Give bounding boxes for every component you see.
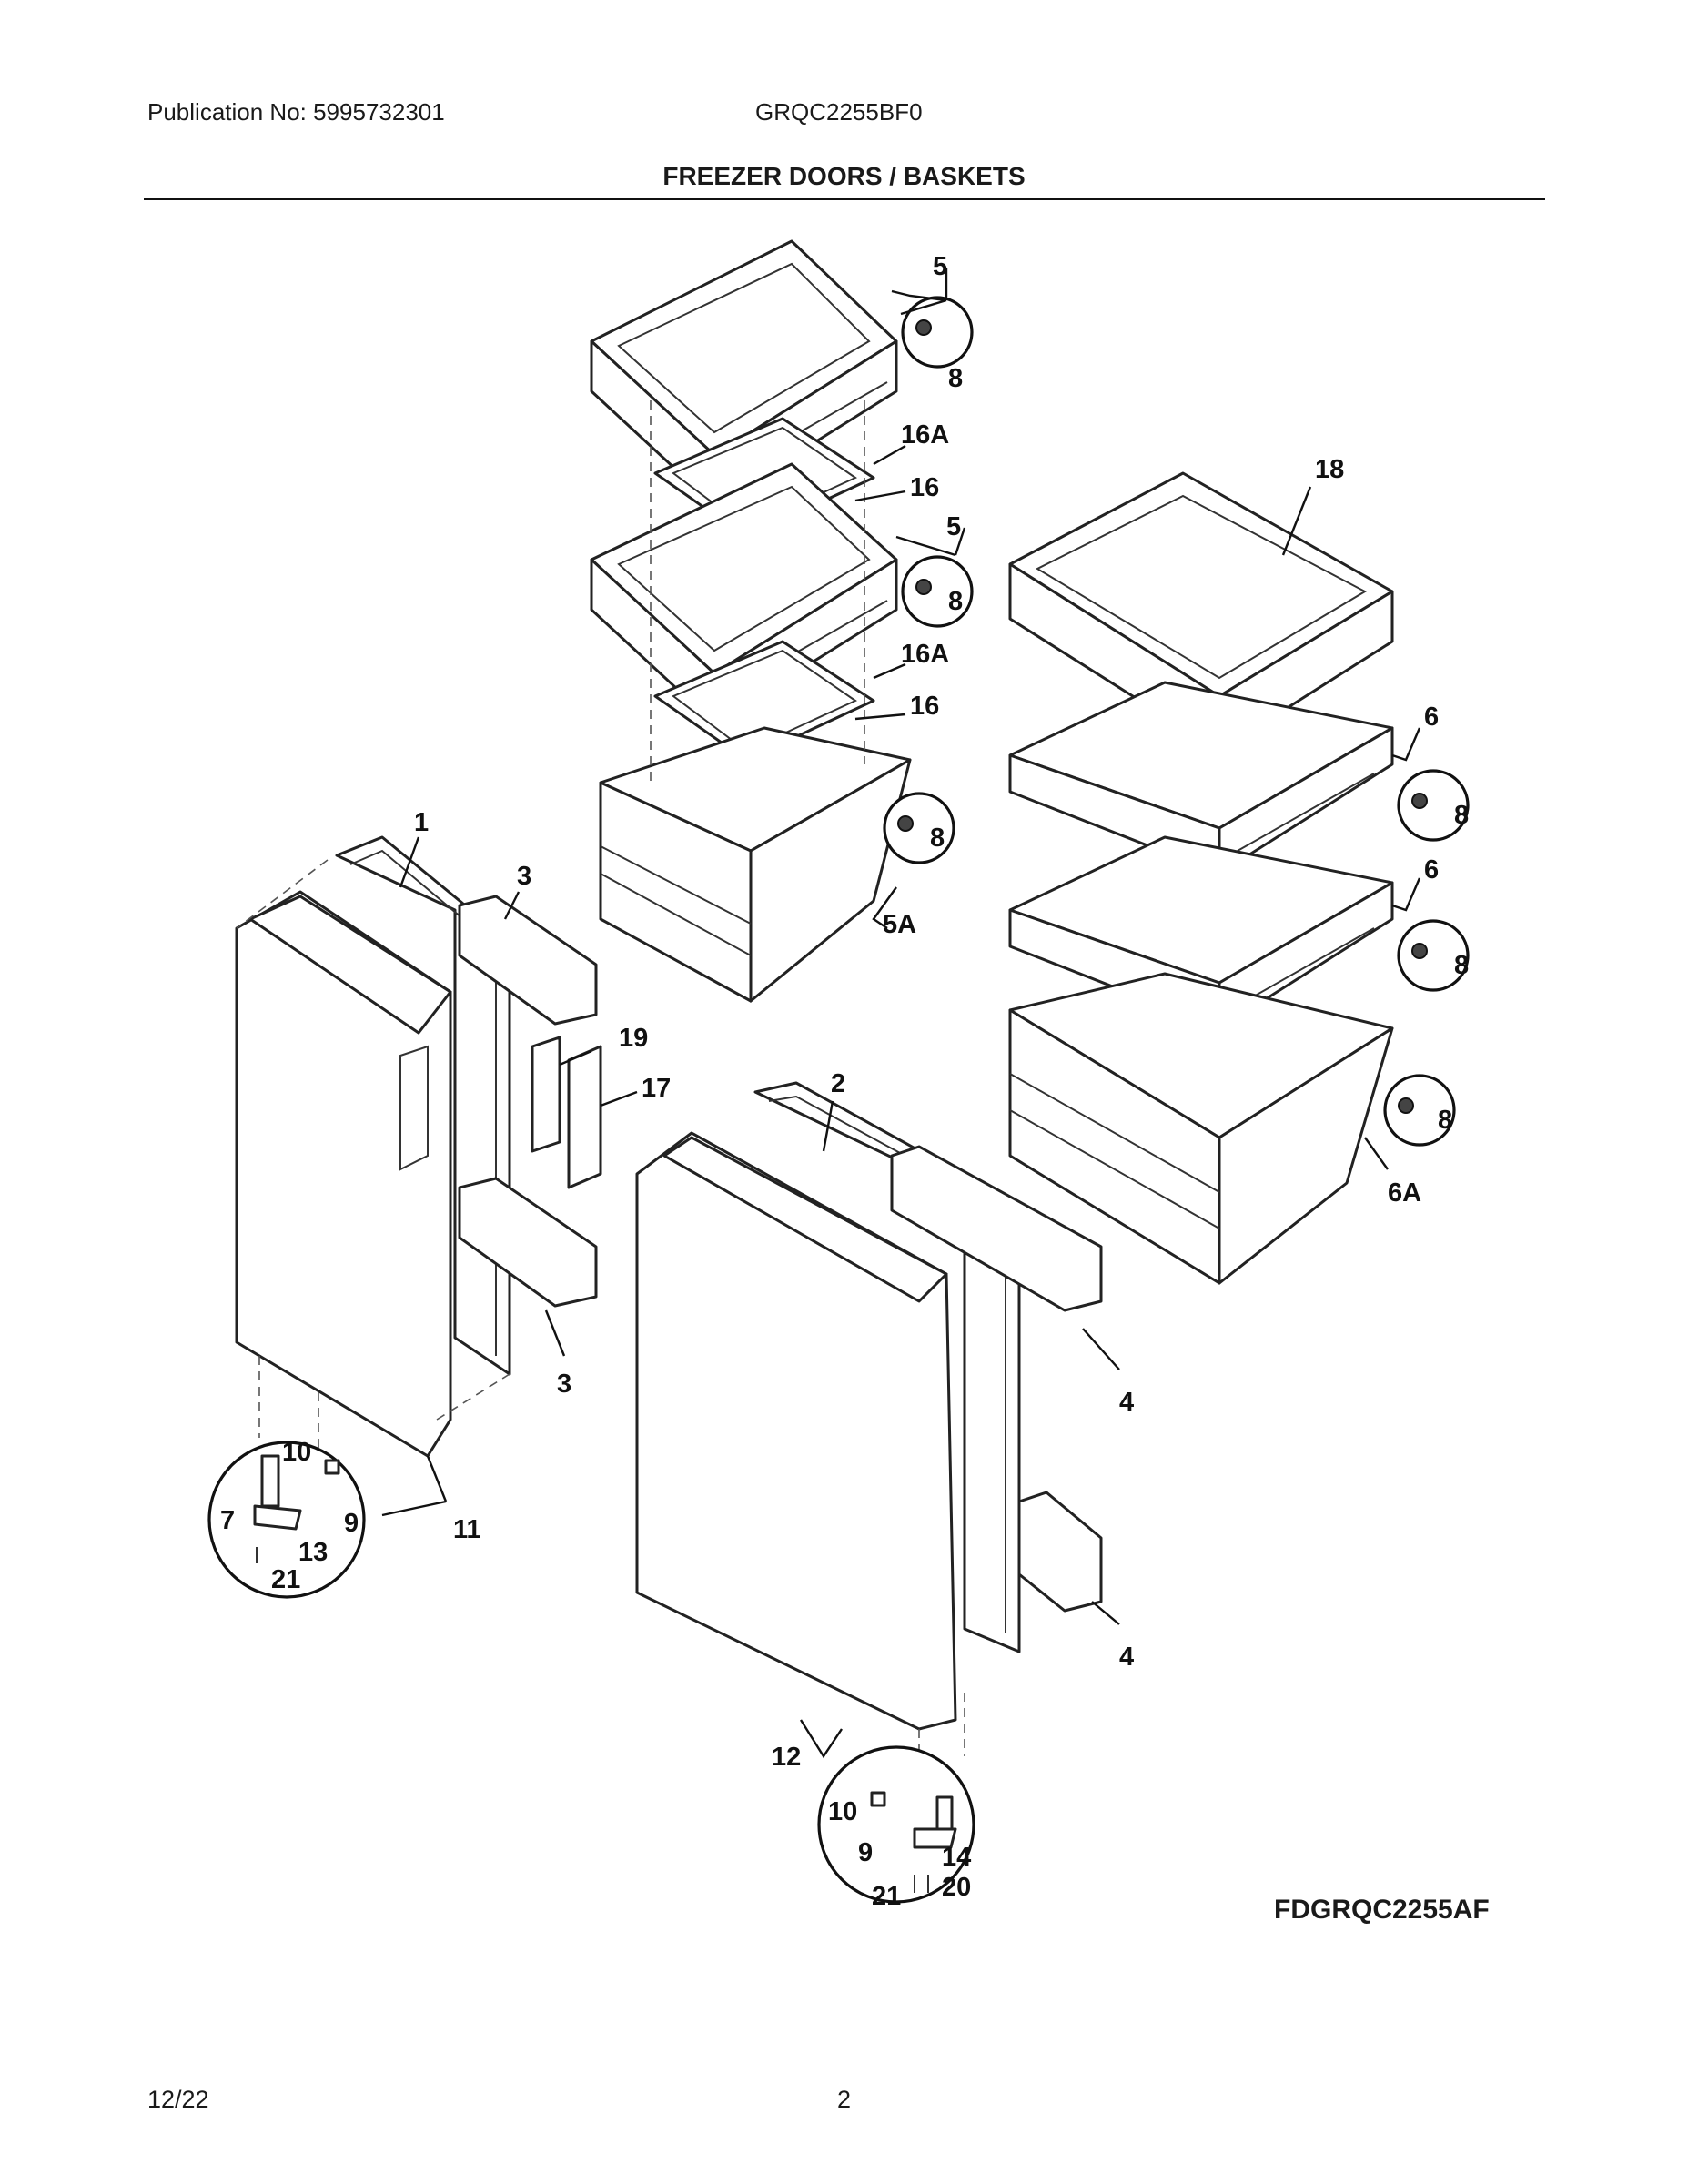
figure-code: FDGRQC2255AF xyxy=(1274,1895,1490,1925)
callout-nut-8-e xyxy=(1397,919,1470,992)
model-number: GRQC2255BF0 xyxy=(755,98,923,126)
leader-11 xyxy=(381,1455,448,1517)
leader-2 xyxy=(822,1100,834,1152)
callout-nut-8-a xyxy=(901,296,974,369)
page-number: 2 xyxy=(837,2086,852,2113)
label-8-a: 8 xyxy=(948,364,963,393)
label-14: 14 xyxy=(942,1843,971,1872)
leader-18 xyxy=(1281,486,1312,556)
leader-5-middle xyxy=(895,527,966,557)
leader-17 xyxy=(600,1090,638,1107)
label-12: 12 xyxy=(772,1743,801,1772)
label-3-upper: 3 xyxy=(517,862,531,891)
label-7: 7 xyxy=(220,1506,235,1535)
left-freezer-door-11[interactable] xyxy=(235,890,452,1458)
control-board-19[interactable] xyxy=(531,1036,561,1153)
shelf-basket-6-upper[interactable] xyxy=(1008,681,1394,875)
label-8-f: 8 xyxy=(1438,1106,1452,1135)
callout-nut-8-b xyxy=(901,555,974,628)
label-16-middle: 16 xyxy=(910,692,939,721)
label-16A-upper: 16A xyxy=(901,420,949,450)
leader-4-upper xyxy=(1082,1328,1120,1370)
leader-6-lower xyxy=(1391,877,1421,912)
label-11: 11 xyxy=(453,1515,481,1544)
label-2: 2 xyxy=(831,1069,845,1098)
leader-5A xyxy=(872,886,897,929)
label-5A: 5A xyxy=(883,910,916,939)
label-19: 19 xyxy=(619,1024,648,1053)
label-5-middle: 5 xyxy=(946,512,961,541)
label-21-right: 21 xyxy=(872,1882,901,1911)
door-bin-3-lower[interactable] xyxy=(458,1177,598,1308)
label-16A-middle: 16A xyxy=(901,640,949,669)
hinge-detail-right xyxy=(817,1745,975,1904)
leader-16-middle xyxy=(854,662,906,721)
leader-6-upper xyxy=(1391,727,1421,762)
leader-12 xyxy=(799,1719,843,1759)
label-6-upper: 6 xyxy=(1424,703,1439,732)
callout-nut-8-c xyxy=(883,792,955,864)
label-4-upper: 4 xyxy=(1119,1388,1134,1417)
callout-nut-8-d xyxy=(1397,769,1470,842)
label-10-right: 10 xyxy=(828,1797,857,1826)
label-5-upper: 5 xyxy=(933,252,947,281)
title-rule xyxy=(144,198,1545,200)
label-21-left: 21 xyxy=(271,1565,300,1594)
lower-basket-5A[interactable] xyxy=(599,726,912,1003)
label-8-d: 8 xyxy=(1454,801,1469,830)
page-title: FREEZER DOORS / BASKETS xyxy=(662,162,1026,190)
bottom-basket-6A[interactable] xyxy=(1008,972,1394,1285)
label-6A: 6A xyxy=(1388,1178,1421,1208)
door-bin-3-upper[interactable] xyxy=(458,895,598,1026)
label-8-b: 8 xyxy=(948,587,963,616)
leader-19 xyxy=(559,1049,592,1067)
publication-number: Publication No: 5995732301 xyxy=(147,98,445,126)
leader-5-upper xyxy=(891,268,948,316)
label-1: 1 xyxy=(414,808,429,837)
leader-6A xyxy=(1364,1137,1389,1170)
label-20: 20 xyxy=(942,1873,971,1902)
footer-date: 12/22 xyxy=(147,2086,209,2113)
label-9-right: 9 xyxy=(858,1838,873,1867)
leader-3-lower xyxy=(544,1309,566,1357)
right-freezer-door-12[interactable] xyxy=(635,1131,957,1731)
leader-16-upper xyxy=(854,444,906,502)
label-9-left: 9 xyxy=(344,1509,359,1538)
label-8-e: 8 xyxy=(1454,951,1469,980)
hinge-detail-left xyxy=(207,1441,366,1599)
label-18: 18 xyxy=(1315,455,1344,484)
label-3-lower: 3 xyxy=(557,1370,571,1399)
door-bin-4-lower[interactable] xyxy=(1017,1491,1103,1613)
label-4-lower: 4 xyxy=(1119,1643,1134,1672)
door-bin-4-upper[interactable] xyxy=(890,1145,1103,1312)
leader-3-upper xyxy=(503,891,521,920)
middle-basket-divider-16[interactable] xyxy=(653,640,875,762)
leader-1 xyxy=(399,836,420,888)
label-13: 13 xyxy=(298,1538,328,1567)
label-6-lower: 6 xyxy=(1424,855,1439,885)
label-16-upper: 16 xyxy=(910,473,939,502)
leader-4-lower xyxy=(1091,1601,1120,1625)
label-8-c: 8 xyxy=(930,824,945,853)
label-10-left: 10 xyxy=(282,1438,311,1467)
callout-nut-8-f xyxy=(1383,1074,1456,1147)
label-17: 17 xyxy=(642,1074,671,1103)
basket-guide-lines xyxy=(650,400,865,787)
